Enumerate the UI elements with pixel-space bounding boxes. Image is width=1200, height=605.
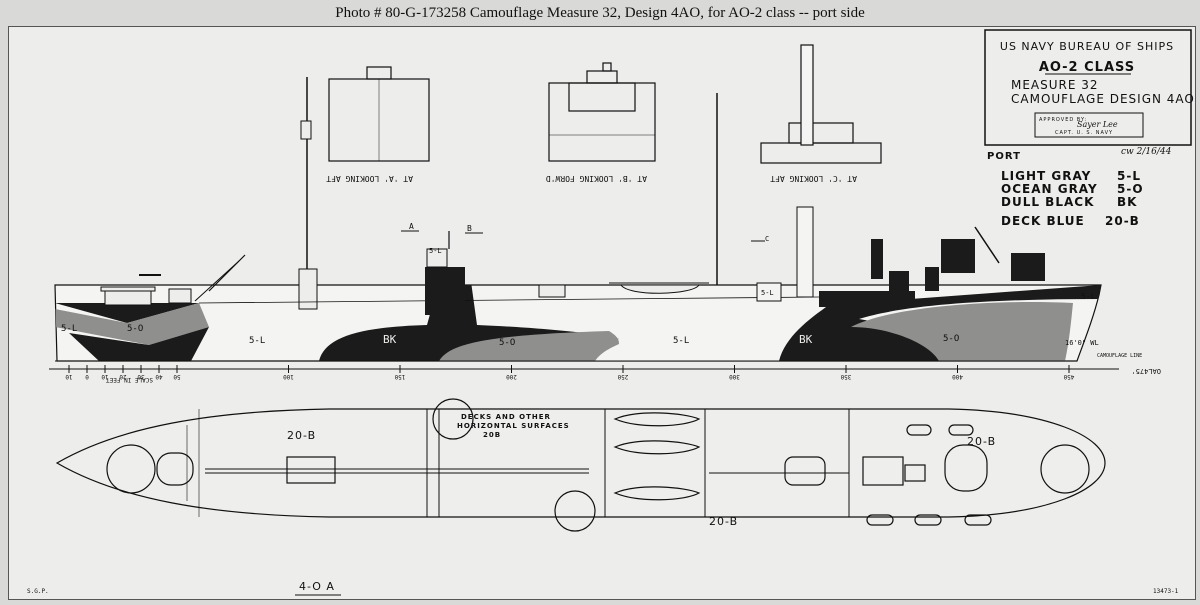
section-c-label: AT 'C' LOOKING AFT	[770, 174, 857, 183]
fwd-house	[819, 291, 915, 307]
scale-tick-label: 350	[840, 373, 851, 380]
title-line-1: US NAVY BUREAU OF SHIPS	[1000, 40, 1174, 53]
marker-c: C	[765, 235, 769, 243]
plan-label-fwd-top: 20-B	[967, 435, 996, 448]
section-c	[760, 44, 882, 164]
label-fwd-5o: 5-O	[943, 334, 959, 344]
approved-title: CAPT. U. S. NAVY	[1055, 130, 1113, 136]
deck-outline	[55, 408, 1106, 518]
stern-black-lower	[69, 327, 209, 361]
stern-black-upper	[55, 303, 199, 323]
marker-a: A	[409, 222, 414, 231]
scale-tick-label: 10	[65, 373, 73, 380]
label-camo-line: CAMOUFLAGE LINE	[1097, 353, 1142, 359]
label-bk-2: BK	[799, 333, 813, 346]
section-b-label: AT 'B' LOOKING FORW'D	[546, 174, 647, 183]
label-waterline: 16'0" WL	[1065, 339, 1099, 347]
legend-name-deck-blue: DECK BLUE	[1001, 214, 1085, 228]
bridge-house	[425, 267, 465, 315]
scale-tick-label: 100	[283, 373, 294, 380]
scale-tick-label: 30	[137, 373, 145, 380]
footer-initials: S.G.P.	[27, 588, 49, 595]
scale-tick-label: 50	[173, 373, 181, 380]
label-mid-5o: 5-O	[499, 338, 515, 348]
lifeboat	[620, 284, 700, 294]
plan-note-line-1: DECKS AND OTHER	[461, 413, 551, 421]
scale-tick-label: 400	[952, 373, 963, 380]
plan-note-line-3: 20B	[483, 431, 501, 439]
section-a	[328, 66, 430, 162]
label-bow-5l: 5-L	[1081, 292, 1096, 301]
deck-plan	[55, 398, 1106, 532]
stack-label: 5-L	[429, 247, 442, 255]
scale-tick-label: 300	[729, 373, 740, 380]
label-mid-5l: 5-L	[673, 336, 689, 346]
camouflage-drawing: US NAVY BUREAU OF SHIPS AO-2 CLASS MEASU…	[27, 29, 1195, 596]
legend-name-light-gray: LIGHT GRAY	[1001, 169, 1091, 183]
title-block: US NAVY BUREAU OF SHIPS AO-2 CLASS MEASU…	[984, 29, 1195, 146]
section-a-label: AT 'A' LOOKING AFT	[326, 174, 413, 183]
approved-label: APPROVED BY:	[1039, 117, 1087, 123]
plan-label-aft: 20-B	[287, 429, 316, 442]
scale-tick-label: 450	[1063, 373, 1074, 380]
approved-signature: Sayer Lee	[1077, 120, 1118, 129]
scale-tick-label: 20	[119, 373, 127, 380]
section-b	[548, 62, 656, 162]
scale-tick-label: 0	[85, 373, 89, 380]
scale-tick-label: 40	[155, 373, 163, 380]
footer-drawing-code: 4-O A	[299, 580, 335, 593]
footer-sheet-number: 13473-1	[1153, 588, 1179, 595]
photo-caption: Photo # 80-G-173258 Camouflage Measure 3…	[335, 5, 865, 21]
light-gray-tongue	[595, 327, 799, 361]
label-aft-5l: 5-L	[249, 336, 265, 346]
scale-tick-label: 250	[617, 373, 628, 380]
legend-code-deck-blue: 20-B	[1105, 214, 1140, 228]
title-line-4: CAMOUFLAGE DESIGN 4AO	[1011, 92, 1195, 106]
title-line-3: MEASURE 32	[1011, 78, 1099, 92]
label-stern-5o: 5-O	[127, 324, 143, 334]
stern-ocean-gray	[55, 303, 209, 345]
legend-code-dull-black: BK	[1117, 195, 1137, 209]
ship-profile: 5-L 5-L 5-L 5-O 5-L BK 5-O 5-L BK 5-O 5-…	[54, 206, 1142, 362]
title-line-2: AO-2 CLASS	[1039, 60, 1135, 75]
scale-tick-label: 10	[101, 373, 109, 380]
legend-name-dull-black: DULL BLACK	[1001, 195, 1094, 209]
initials-date: cw 2/16/44	[1121, 147, 1172, 157]
color-legend: PORT LIGHT GRAY 5-L OCEAN GRAY 5-O DULL …	[987, 151, 1144, 228]
midship-vent	[538, 284, 566, 298]
legend-side: PORT	[987, 151, 1021, 162]
masts	[300, 77, 718, 289]
house-label: 5-L	[761, 289, 774, 297]
legend-code-ocean-gray: 5-O	[1117, 182, 1144, 196]
ocean-gray-fwd	[851, 302, 1073, 361]
legend-name-ocean-gray: OCEAN GRAY	[1001, 182, 1098, 196]
label-bk-1: BK	[383, 333, 397, 346]
scale-end-note: OAL475'	[1131, 367, 1161, 375]
marker-b: B	[467, 224, 472, 233]
scale-label: SCALE IN FEET	[106, 376, 153, 383]
scale-tick-label: 200	[506, 373, 517, 380]
legend-code-light-gray: 5-L	[1117, 169, 1141, 183]
ocean-gray-mid	[439, 331, 619, 361]
plan-note-line-2: HORIZONTAL SURFACES	[457, 422, 570, 430]
deck-plan-labels: 20-B DECKS AND OTHER HORIZONTAL SURFACES…	[287, 413, 996, 528]
scale-tick-label: 150	[394, 373, 405, 380]
blueprint-sheet: US NAVY BUREAU OF SHIPS AO-2 CLASS MEASU…	[8, 26, 1196, 600]
aft-kingpost	[298, 268, 318, 310]
label-stern-5l: 5-L	[61, 324, 77, 334]
fwd-kingpost	[796, 206, 814, 298]
plan-label-fwd-bottom: 20-B	[709, 515, 738, 528]
